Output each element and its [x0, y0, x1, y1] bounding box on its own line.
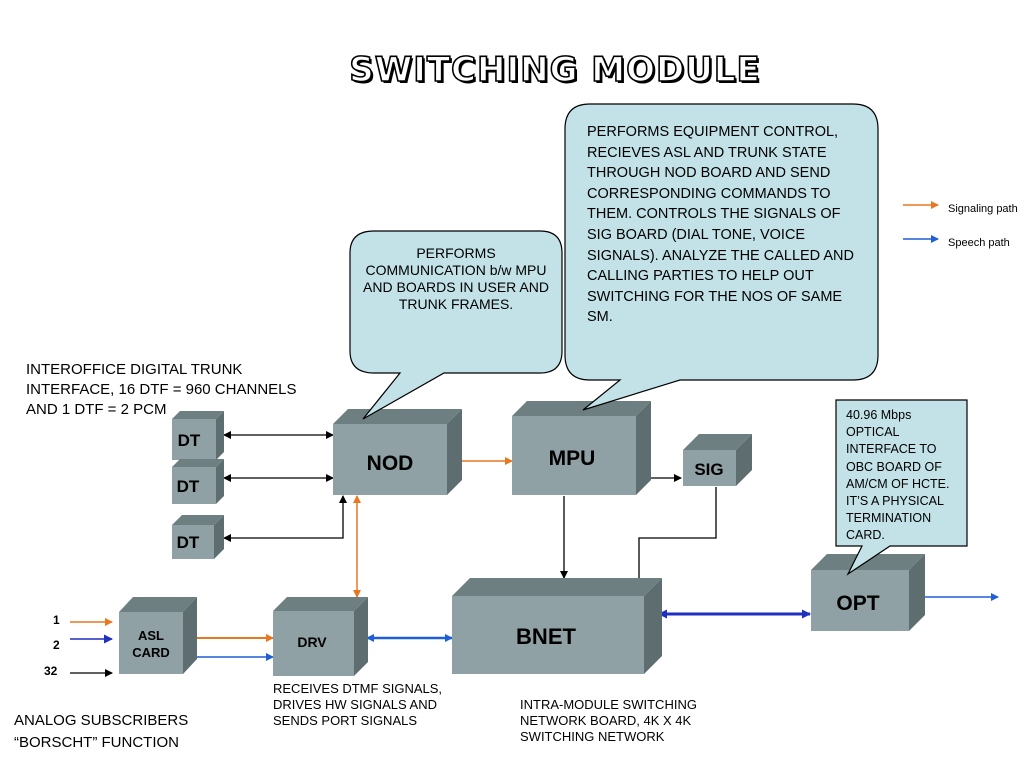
opt-box[interactable]: OPT: [811, 554, 925, 631]
asl-card-label-2: CARD: [132, 645, 170, 660]
sig-box[interactable]: SIG: [683, 434, 752, 486]
opt-callout-bubble: [835, 399, 968, 576]
mpu-label: MPU: [549, 447, 596, 470]
asl-card-box[interactable]: ASL CARD: [119, 597, 197, 674]
bnet-description-line-2: NETWORK BOARD, 4K X 4K: [520, 713, 692, 728]
legend-signaling-label: Signaling path: [948, 203, 1018, 215]
bnet-label: BNET: [516, 624, 576, 649]
dt2-label: DT: [177, 477, 200, 496]
input-32-label: 32: [44, 664, 58, 678]
callouts: [349, 103, 968, 576]
drv-description-line-2: DRIVES HW SIGNALS AND: [273, 697, 437, 712]
dt-description-line-1: INTEROFFICE DIGITAL TRUNK: [26, 361, 243, 378]
sig-label: SIG: [694, 460, 723, 479]
nod-box[interactable]: NOD: [333, 409, 462, 495]
asl-description-line-1: ANALOG SUBSCRIBERS: [14, 712, 189, 729]
dt3-label: DT: [177, 533, 200, 552]
nod-callout-bubble: [349, 230, 563, 420]
mpu-callout-bubble: [564, 103, 879, 411]
bnet-description-line-1: INTRA-MODULE SWITCHING: [520, 697, 697, 712]
input-2-label: 2: [53, 638, 60, 652]
dt1-box[interactable]: DT: [172, 411, 224, 460]
legend: [903, 201, 939, 243]
drv-description-line-3: SENDS PORT SIGNALS: [273, 713, 418, 728]
asl-card-label: ASL: [138, 628, 164, 643]
bnet-box[interactable]: BNET: [452, 578, 662, 674]
drv-description: RECEIVES DTMF SIGNALS, DRIVES HW SIGNALS…: [273, 681, 442, 729]
dt2-box[interactable]: DT: [172, 459, 224, 504]
nod-label: NOD: [367, 452, 414, 475]
dt1-label: DT: [178, 431, 201, 450]
bnet-description: INTRA-MODULE SWITCHING NETWORK BOARD, 4K…: [520, 697, 697, 745]
input-1-label: 1: [53, 613, 60, 627]
page-title: SWITCHING MODULE: [348, 49, 761, 91]
opt-label: OPT: [836, 592, 879, 615]
drv-label: DRV: [297, 634, 327, 650]
asl-description-line-2: “BORSCHT” FUNCTION: [14, 734, 179, 751]
drv-description-line-1: RECEIVES DTMF SIGNALS,: [273, 681, 443, 696]
opt-callout-text: 40.96 Mbps OPTICAL INTERFACE TO OBC BOAR…: [846, 408, 950, 543]
mpu-box[interactable]: MPU: [512, 401, 651, 495]
asl-description: ANALOG SUBSCRIBERS “BORSCHT” FUNCTION: [14, 710, 188, 754]
dt-description-line-2: INTERFACE, 16 DTF = 960 CHANNELS: [26, 381, 297, 398]
dt3-nod-link: [223, 495, 347, 542]
boxes: DT DT DT NOD MPU: [119, 401, 925, 676]
dt3-box[interactable]: DT: [172, 515, 224, 559]
legend-speech-label: Speech path: [948, 237, 1010, 249]
nod-callout-text: PERFORMS COMMUNICATION b/w MPU AND BOARD…: [363, 245, 549, 312]
dt-description: INTEROFFICE DIGITAL TRUNK INTERFACE, 16 …: [26, 360, 297, 420]
drv-box[interactable]: DRV: [273, 597, 368, 676]
sig-bnet-link: [635, 487, 717, 592]
dt-description-line-3: AND 1 DTF = 2 PCM: [26, 401, 167, 418]
mpu-callout-text: PERFORMS EQUIPMENT CONTROL, RECIEVES ASL…: [587, 124, 854, 326]
bnet-description-line-3: SWITCHING NETWORK: [520, 729, 665, 744]
